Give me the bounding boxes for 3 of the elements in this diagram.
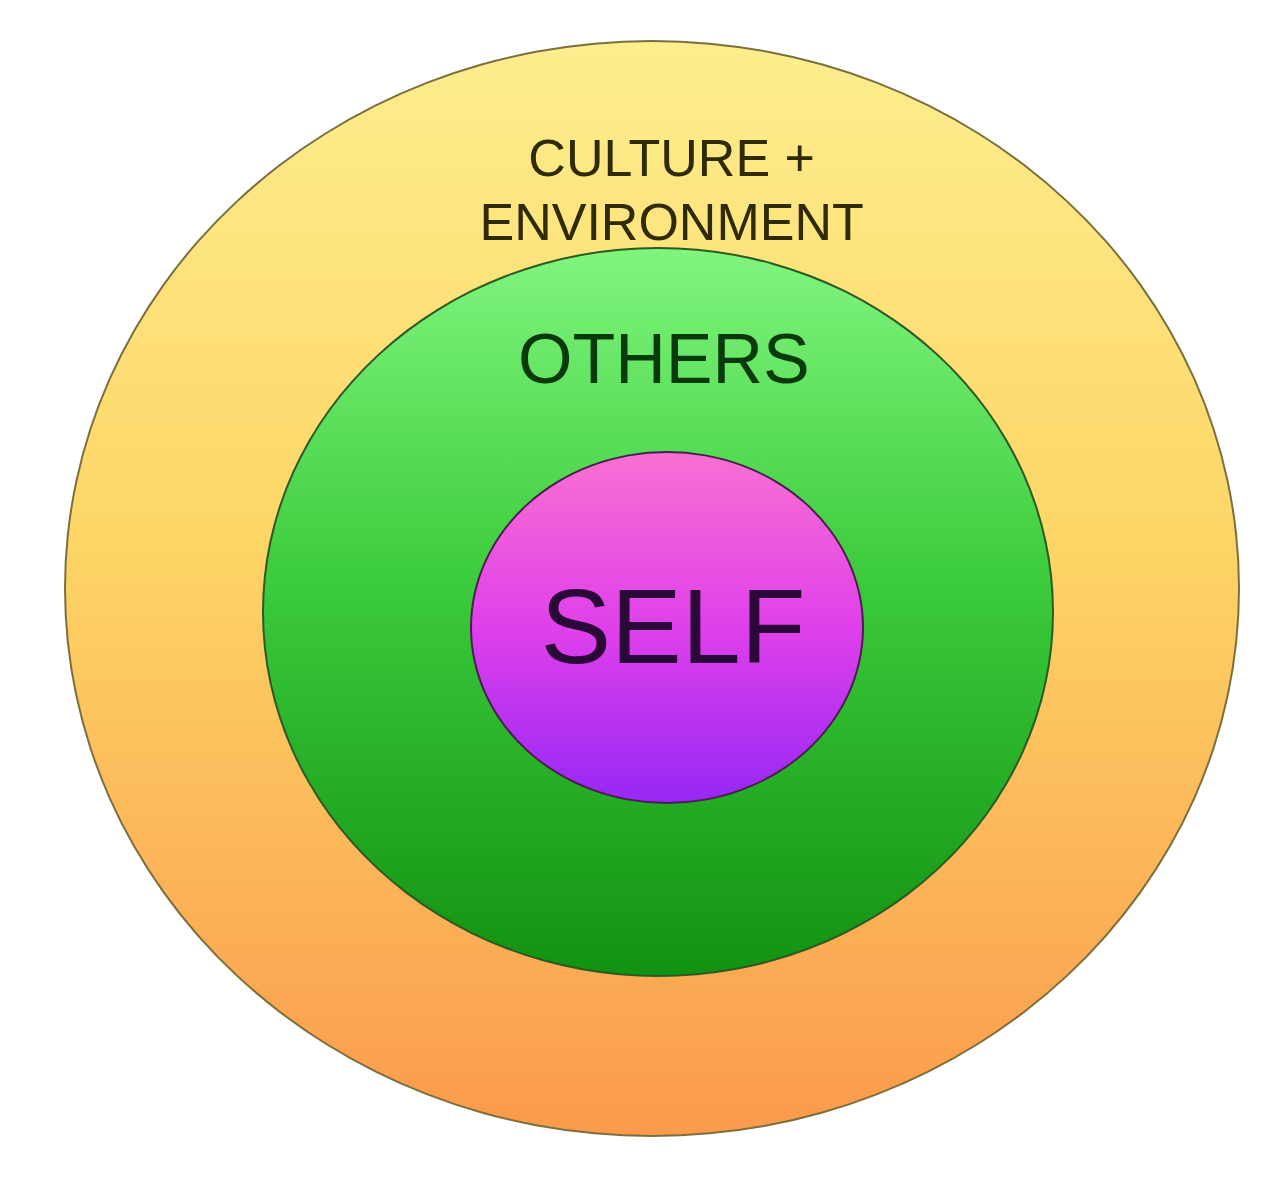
inner-circle-title: SELF bbox=[540, 565, 806, 686]
middle-circle-title: OTHERS bbox=[518, 318, 810, 399]
outer-circle-title: CULTURE + ENVIRONMENT bbox=[478, 128, 865, 254]
